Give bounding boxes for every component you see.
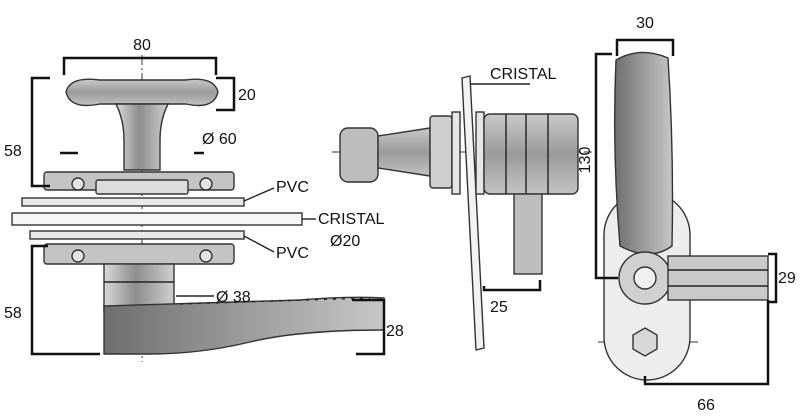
front-view: 80 20 58 Ø 60 PVC CRISTAL Ø20 PVC 58 Ø 3… — [4, 37, 404, 362]
label-front-58-upper: 58 — [4, 143, 22, 160]
front-lever-handle — [103, 296, 385, 355]
side-stem — [377, 127, 431, 177]
label-end-66: 66 — [697, 397, 715, 414]
front-lower-screw-left — [71, 249, 85, 263]
side-view: CRISTAL 25 — [332, 66, 592, 351]
front-upper-screw-right — [199, 177, 213, 191]
label-side-25: 25 — [490, 299, 508, 316]
side-knob — [339, 127, 379, 183]
front-lower-screw-right — [199, 249, 213, 263]
label-front-20: 20 — [238, 87, 256, 104]
label-front-58-lower: 58 — [4, 305, 22, 322]
label-front-28: 28 — [386, 323, 404, 340]
side-front-flange — [429, 115, 453, 189]
dim-line-25 — [482, 280, 542, 292]
end-hex-nut — [632, 327, 658, 357]
label-front-pvc-top: PVC — [276, 179, 309, 196]
side-glass-pane — [461, 75, 485, 351]
end-view: 30 130 29 66 — [577, 15, 796, 414]
end-hub-inner — [633, 266, 657, 290]
dim-line-20 — [216, 76, 236, 112]
label-front-glass: CRISTAL — [318, 211, 384, 228]
label-front-d20: Ø20 — [330, 233, 360, 250]
label-end-130: 130 — [577, 147, 594, 174]
label-front-80: 80 — [133, 37, 151, 54]
dim-line-130 — [594, 52, 618, 280]
label-front-pvc-bottom: PVC — [276, 245, 309, 262]
front-stem — [114, 103, 170, 171]
label-front-d38: Ø 38 — [216, 289, 251, 306]
dim-line-66 — [643, 300, 770, 386]
label-end-29: 29 — [778, 270, 796, 287]
leader-pvc-top — [243, 187, 275, 202]
front-knob — [65, 78, 219, 107]
front-pvc-top-plate — [21, 197, 245, 207]
dim-line-28 — [352, 298, 386, 356]
front-glass-pane — [11, 212, 303, 226]
front-upper-screw-left — [71, 177, 85, 191]
side-pvc-right — [475, 111, 485, 195]
side-cam — [513, 193, 543, 275]
end-cam — [667, 255, 769, 301]
dim-line-29 — [768, 252, 778, 304]
side-body — [483, 113, 579, 195]
side-pvc-left — [451, 111, 461, 195]
label-front-d60: Ø 60 — [202, 131, 237, 148]
dim-line-58-upper — [30, 76, 50, 188]
dim-line-80 — [62, 56, 218, 75]
front-pvc-bottom-plate — [29, 230, 245, 240]
front-upper-boss — [95, 179, 189, 195]
dim-line-30 — [615, 38, 675, 56]
dim-line-58-lower — [30, 244, 100, 356]
label-side-glass: CRISTAL — [490, 66, 556, 83]
end-arm — [613, 51, 674, 255]
leader-pvc-bottom — [243, 235, 275, 253]
label-end-30: 30 — [636, 15, 654, 32]
